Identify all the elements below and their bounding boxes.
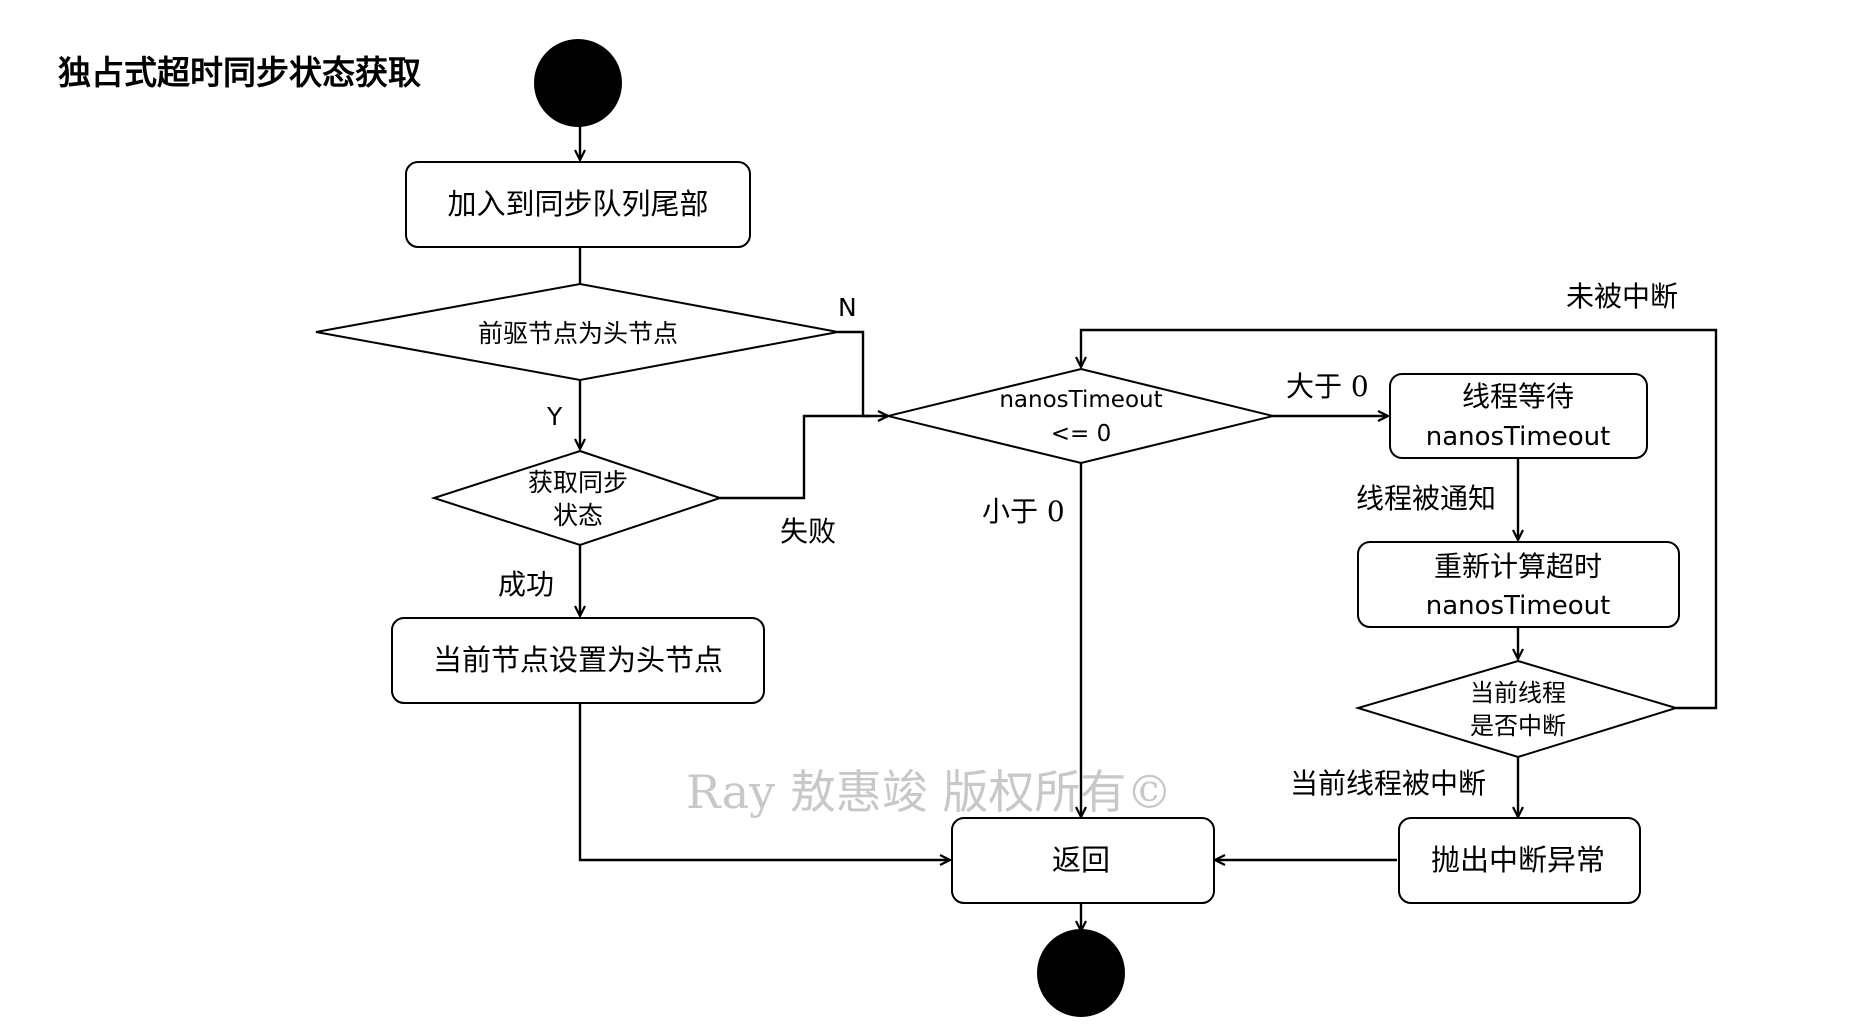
node-thread-wait-line1: 线程等待 <box>1462 380 1574 413</box>
diagram-title: 独占式超时同步状态获取 <box>58 53 421 92</box>
watermark: Ray 敖惠竣 版权所有© <box>686 765 1172 819</box>
edge-pred-to-timeout <box>838 330 888 416</box>
node-is-interrupted-line1: 当前线程 <box>1470 679 1566 707</box>
node-return-label: 返回 <box>1052 843 1110 877</box>
node-enqueue-label: 加入到同步队列尾部 <box>447 187 708 221</box>
edge-label-no: N <box>838 293 857 322</box>
edge-sethead-to-return <box>578 703 950 860</box>
node-recalc-timeout: 重新计算超时 nanosTimeout <box>1357 541 1680 628</box>
node-try-acquire: 获取同步 状态 <box>430 449 724 547</box>
node-recalc-timeout-line2: nanosTimeout <box>1426 591 1611 621</box>
edge-label-less-than-zero: 小于 0 <box>982 495 1065 528</box>
edge-acquire-to-timeout <box>720 414 870 500</box>
node-is-interrupted: 当前线程 是否中断 <box>1354 659 1680 759</box>
node-try-acquire-line2: 状态 <box>553 501 603 530</box>
node-throw-interrupt-label: 抛出中断异常 <box>1431 843 1605 877</box>
node-thread-wait-line2: nanosTimeout <box>1426 422 1611 452</box>
node-timeout-check-line2: <= 0 <box>1051 421 1112 447</box>
node-timeout-check: nanosTimeout <= 0 <box>887 367 1274 465</box>
node-timeout-check-line1: nanosTimeout <box>999 387 1162 413</box>
node-set-head: 当前节点设置为头节点 <box>391 617 765 704</box>
edge-label-not-interrupted: 未被中断 <box>1566 280 1678 313</box>
node-pred-is-head-label: 前驱节点为头节点 <box>478 319 678 348</box>
edge-interrupted-loop <box>1081 328 1718 710</box>
node-enqueue: 加入到同步队列尾部 <box>405 161 751 248</box>
edge-label-success: 成功 <box>498 568 554 601</box>
edge-labels: Y N 成功 失败 大于 0 小于 0 线程被通知 未被中断 当前线程被中断 <box>498 280 1678 800</box>
node-recalc-timeout-line1: 重新计算超时 <box>1434 550 1602 583</box>
node-throw-interrupt: 抛出中断异常 <box>1398 817 1641 904</box>
node-set-head-label: 当前节点设置为头节点 <box>433 643 723 677</box>
node-is-interrupted-line2: 是否中断 <box>1470 712 1566 740</box>
node-pred-is-head: 前驱节点为头节点 <box>315 282 839 382</box>
edge-label-yes: Y <box>546 402 563 431</box>
edge-label-failure: 失败 <box>780 515 836 548</box>
edges <box>578 124 1718 931</box>
node-thread-wait: 线程等待 nanosTimeout <box>1389 373 1648 459</box>
edge-label-interrupted: 当前线程被中断 <box>1290 767 1486 800</box>
edge-label-notified: 线程被通知 <box>1356 482 1496 515</box>
node-return: 返回 <box>951 817 1215 904</box>
end-node <box>1037 929 1125 1017</box>
edge-label-greater-than-zero: 大于 0 <box>1286 370 1369 403</box>
node-try-acquire-line1: 获取同步 <box>528 468 628 497</box>
start-node <box>534 39 622 127</box>
